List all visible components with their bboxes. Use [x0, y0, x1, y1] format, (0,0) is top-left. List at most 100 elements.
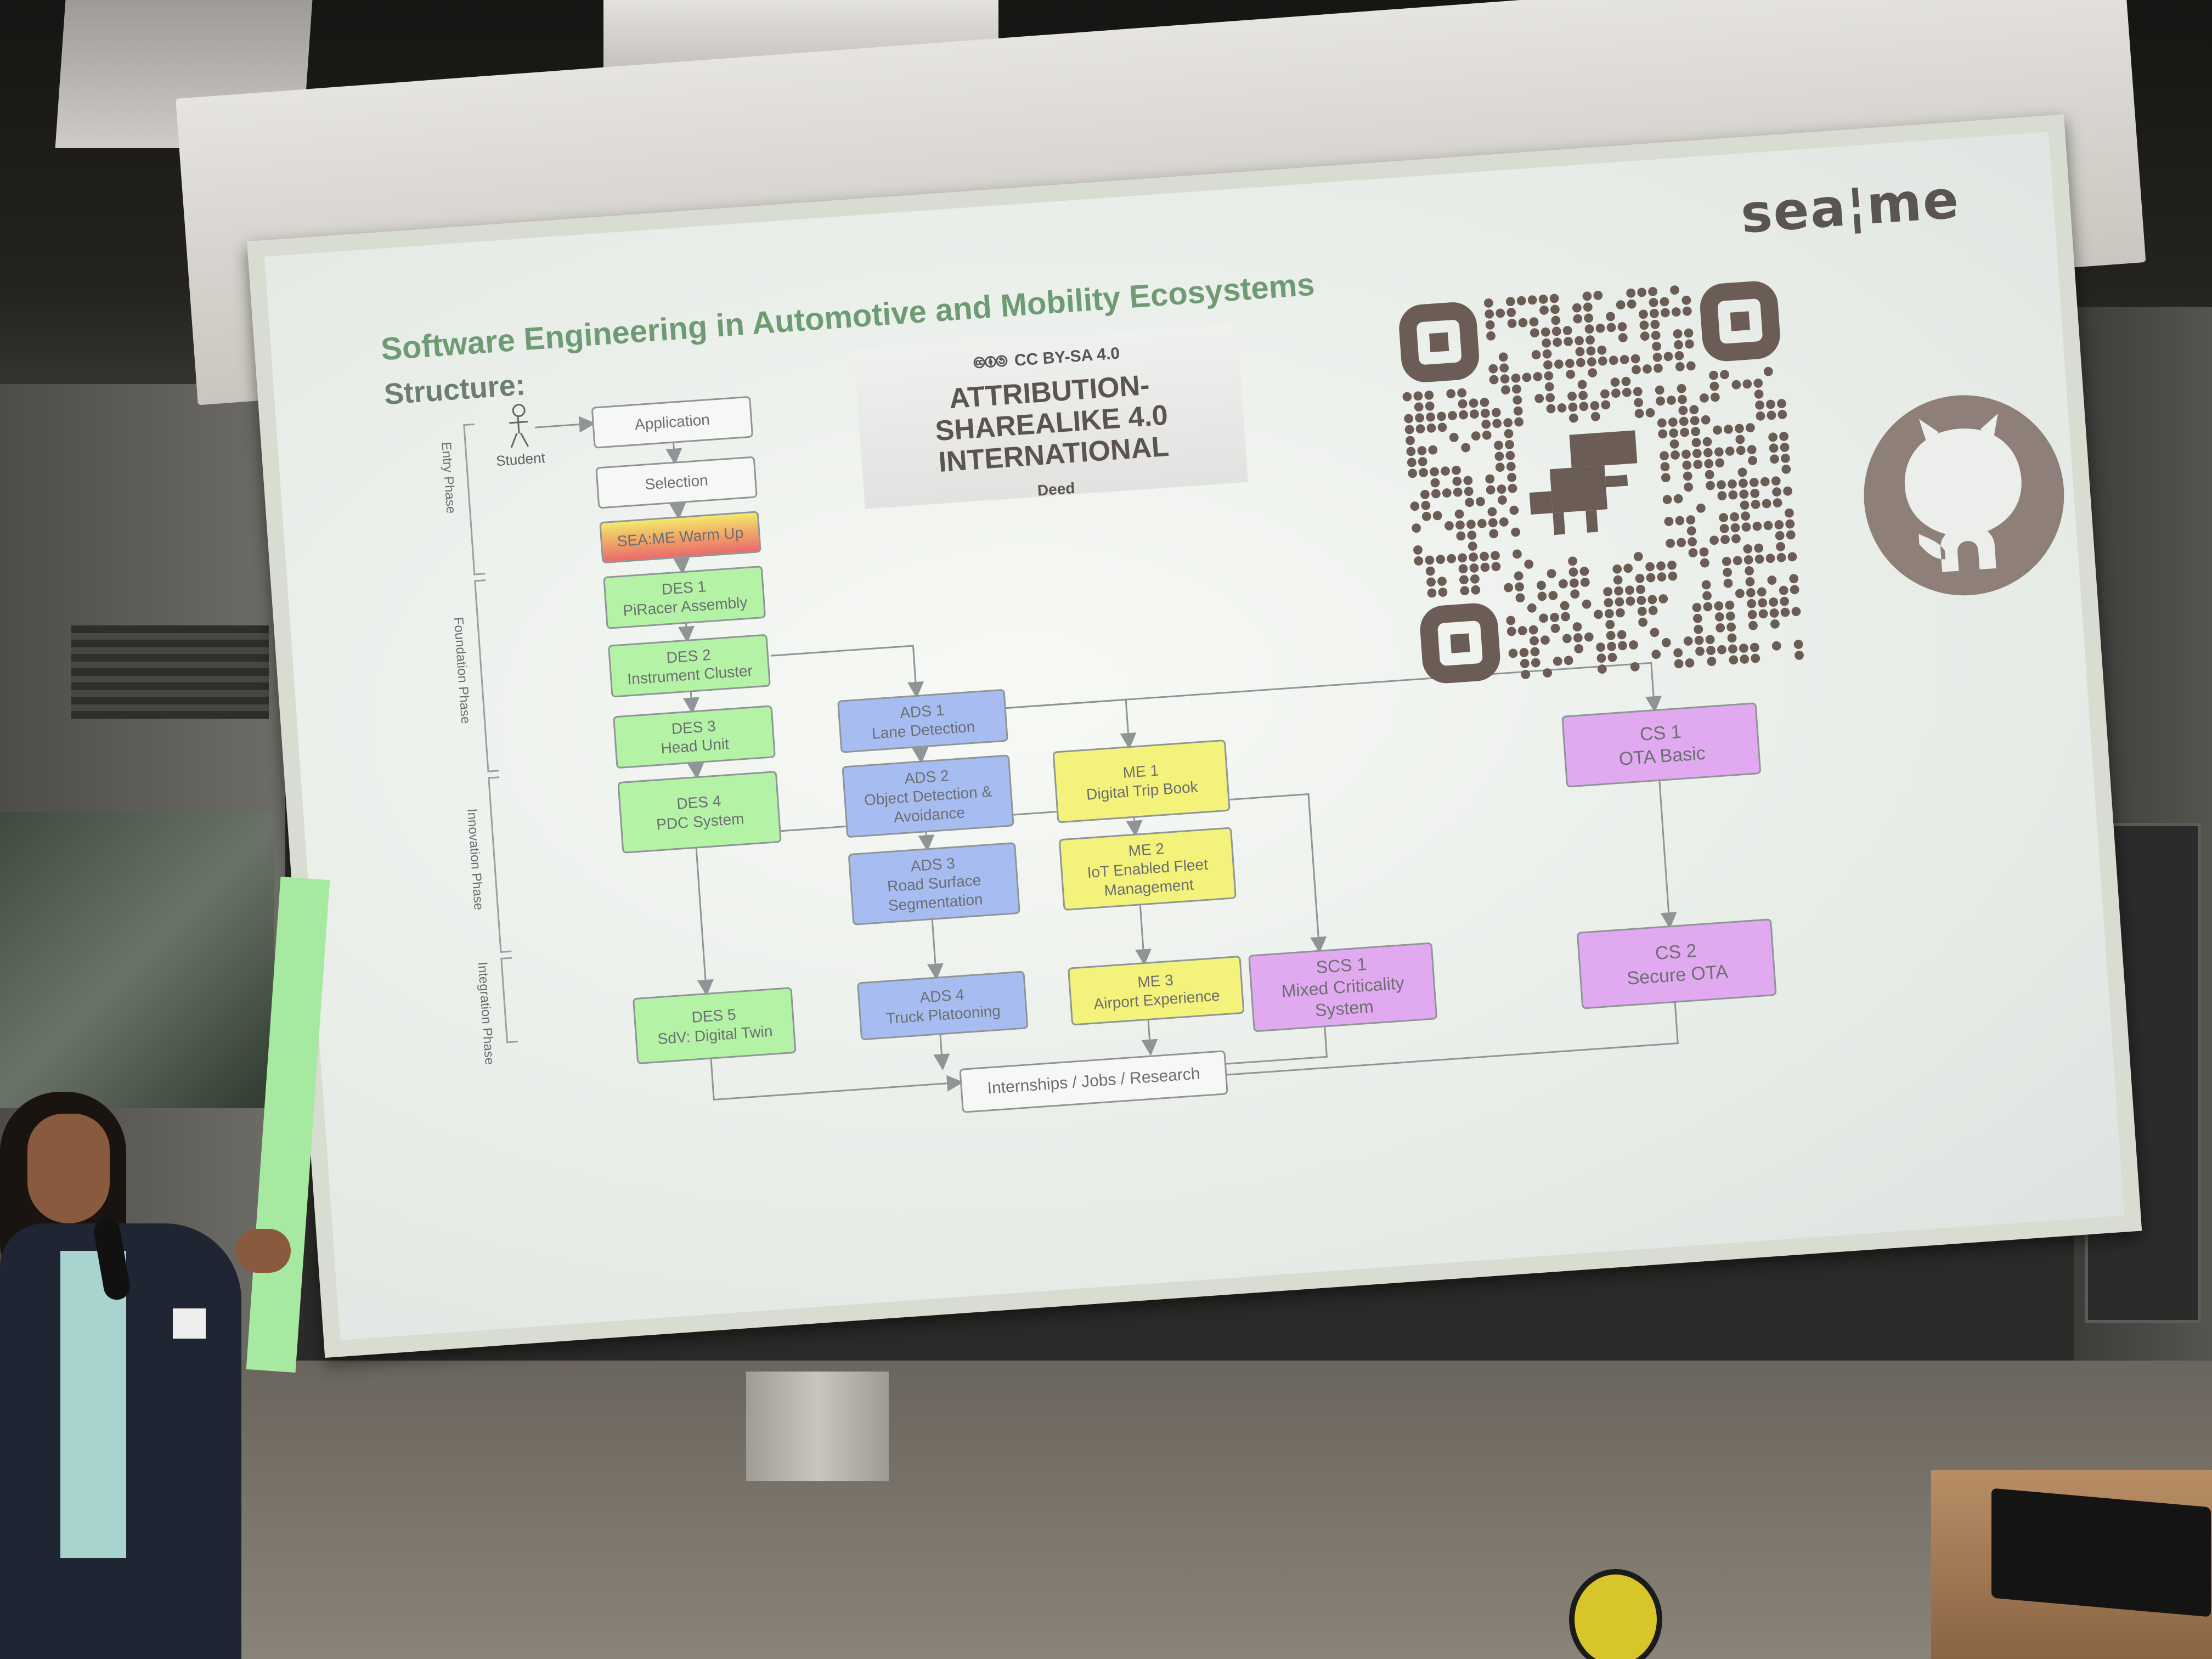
qr-module — [1584, 324, 1594, 334]
qr-module — [1739, 489, 1749, 499]
qr-module — [1709, 381, 1719, 391]
qr-module — [1791, 607, 1801, 617]
qr-module — [1705, 470, 1714, 479]
qr-module — [1557, 403, 1567, 413]
qr-module — [1621, 376, 1631, 386]
qr-module — [1486, 485, 1496, 495]
qr-module — [1614, 586, 1623, 596]
qr-module — [1413, 391, 1423, 401]
presenter-shirt — [60, 1251, 126, 1558]
qr-module — [1748, 620, 1758, 630]
qr-module — [1692, 449, 1702, 458]
qr-module — [1524, 560, 1534, 569]
qr-module — [1738, 478, 1748, 488]
qr-module — [1509, 505, 1519, 515]
qr-module — [1505, 450, 1515, 460]
qr-module — [1650, 319, 1660, 329]
qr-module — [1688, 548, 1698, 557]
qr-module — [1650, 308, 1659, 318]
qr-module — [1779, 585, 1788, 595]
qr-module — [1735, 589, 1745, 599]
qr-module — [1737, 467, 1747, 477]
qr-module — [1680, 427, 1690, 437]
qr-module — [1464, 487, 1474, 496]
qr-module — [1668, 417, 1678, 427]
qr-module — [1701, 415, 1711, 425]
qr-module — [1503, 418, 1513, 427]
qr-module — [1594, 610, 1603, 619]
qr-module — [1471, 585, 1481, 595]
qr-module — [1417, 446, 1427, 455]
qr-module — [1668, 571, 1678, 581]
qr-module — [1667, 396, 1676, 405]
qr-module — [1717, 645, 1726, 654]
qr-module — [1739, 644, 1748, 653]
qr-module — [1750, 642, 1759, 652]
qr-module — [1648, 287, 1658, 296]
qr-module — [1575, 336, 1584, 346]
qr-module — [1603, 587, 1612, 596]
qr-module — [1580, 577, 1590, 587]
qr-module — [1513, 406, 1523, 416]
qr-module — [1612, 564, 1622, 574]
qr-module — [1469, 398, 1479, 408]
qr-module — [1626, 596, 1635, 606]
qr-module — [1653, 363, 1663, 373]
qr-module — [1601, 400, 1611, 410]
qr-module — [1677, 538, 1686, 548]
qr-module — [1652, 352, 1662, 362]
qr-module — [1539, 305, 1549, 315]
qr-module — [1678, 405, 1688, 415]
qr-module — [1576, 358, 1585, 368]
qr-module — [1723, 578, 1733, 588]
qr-module — [1415, 413, 1425, 423]
qr-module — [1426, 577, 1436, 587]
qr-module — [1787, 552, 1797, 562]
qr-module — [1671, 450, 1680, 460]
qr-module — [1564, 337, 1573, 346]
qr-module — [1404, 425, 1414, 435]
qr-module — [1617, 630, 1627, 640]
qr-module — [1499, 363, 1509, 373]
qr-module — [1432, 511, 1442, 521]
qr-module — [1720, 370, 1729, 380]
qr-module — [1620, 354, 1629, 364]
qr-module — [1639, 309, 1648, 319]
qr-module — [1706, 481, 1715, 490]
qr-module — [1705, 635, 1715, 645]
qr-module — [1436, 555, 1446, 565]
qr-module — [1508, 648, 1518, 658]
qr-module — [1760, 477, 1770, 487]
qr-module — [1671, 307, 1681, 317]
qr-module — [1558, 579, 1568, 589]
qr-module — [1726, 622, 1736, 632]
qr-module — [1480, 551, 1489, 561]
qr-module — [1696, 503, 1706, 513]
qr-module — [1448, 411, 1457, 420]
qr-module — [1463, 476, 1473, 486]
qr-module — [1577, 380, 1587, 390]
qr-module — [1728, 490, 1738, 500]
qr-module — [1709, 535, 1719, 545]
qr-module — [1784, 508, 1794, 518]
qr-module — [1754, 554, 1764, 564]
qr-module — [1719, 524, 1729, 533]
qr-module — [1452, 465, 1461, 475]
qr-module — [1771, 476, 1781, 486]
name-tag — [173, 1308, 206, 1339]
qr-module — [1755, 400, 1764, 410]
qr-module — [1488, 364, 1498, 374]
qr-module — [1406, 436, 1415, 445]
qr-module — [1547, 569, 1556, 578]
qr-module — [1489, 375, 1499, 385]
qr-module — [1470, 574, 1480, 584]
qr-module — [1786, 530, 1796, 540]
qr-module — [1745, 577, 1755, 586]
qr-module — [1677, 383, 1686, 393]
qr-module — [1752, 521, 1762, 531]
qr-module — [1561, 612, 1570, 622]
qr-module — [1437, 577, 1447, 586]
qr-module — [1539, 613, 1549, 623]
qr-module — [1430, 467, 1439, 477]
